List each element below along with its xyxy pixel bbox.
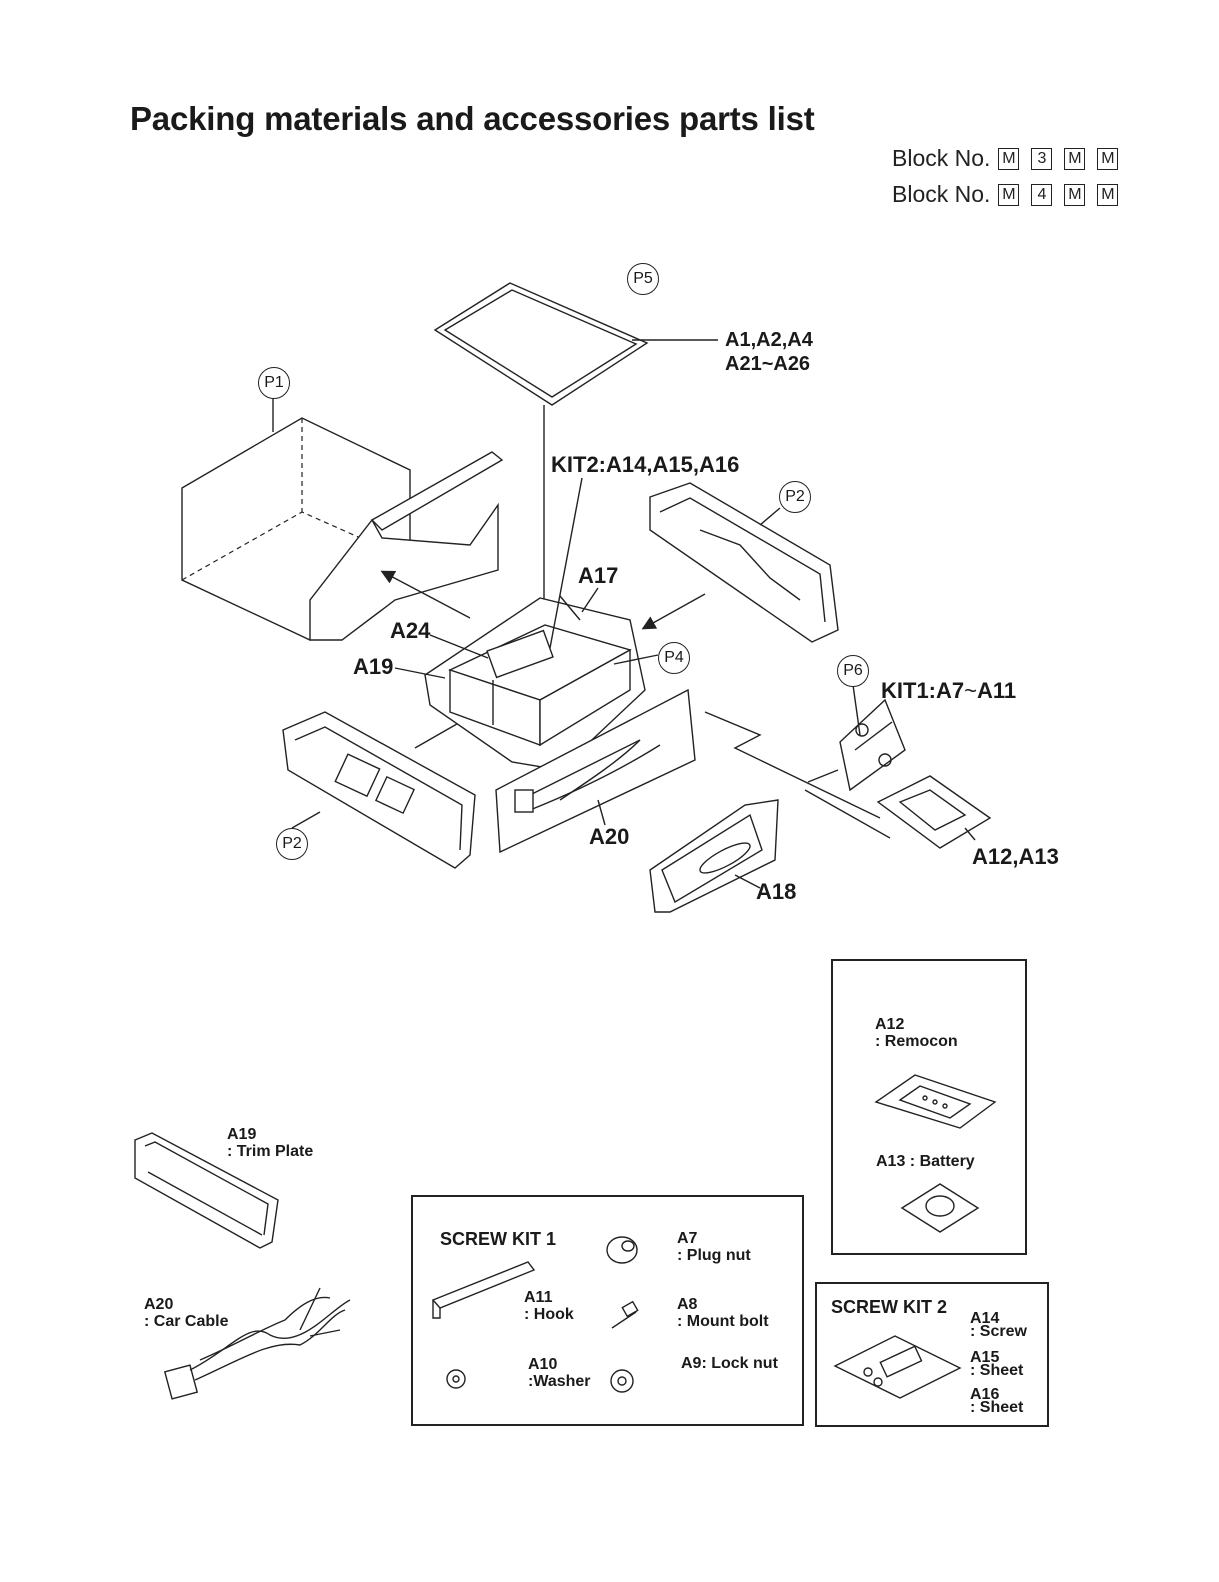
label-kit2: KIT2:A14,A15,A16 bbox=[551, 452, 740, 477]
p6-screw-bag-drawing bbox=[839, 684, 906, 792]
a10-name: :Washer bbox=[528, 1373, 591, 1390]
label-kit1-tilde: ~ bbox=[964, 678, 977, 703]
screw-kit-1-box bbox=[411, 1195, 804, 1426]
a15-name: : Sheet bbox=[970, 1362, 1024, 1379]
screw-kit-2-detail-drawing bbox=[833, 1335, 962, 1399]
trim-plate-detail-drawing bbox=[134, 1132, 279, 1249]
block-number-label: Block No. bbox=[892, 145, 991, 171]
a18-case-drawing bbox=[649, 799, 779, 913]
part-circle-p5: P5 bbox=[627, 263, 659, 295]
a14-name: : Screw bbox=[970, 1323, 1027, 1340]
block-char: M bbox=[1097, 147, 1119, 170]
a12-name: : Remocon bbox=[875, 1033, 958, 1050]
page-title: Packing materials and accessories parts … bbox=[130, 100, 815, 137]
part-circle-p2-top: P2 bbox=[779, 481, 811, 513]
block-char: 3 bbox=[1031, 147, 1053, 170]
label-a1-a2-a4: A1,A2,A4 bbox=[725, 329, 813, 351]
lock-nut-detail-drawing bbox=[610, 1369, 634, 1393]
part-circle-p1: P1 bbox=[258, 367, 290, 399]
a20-cable-bag-drawing bbox=[495, 688, 696, 854]
a13-label: A13 : Battery bbox=[876, 1153, 975, 1170]
block-number-label: Block No. bbox=[892, 181, 991, 207]
remote-detail-drawing bbox=[874, 1074, 997, 1129]
label-a19: A19 bbox=[353, 654, 394, 679]
a20-name: : Car Cable bbox=[144, 1313, 229, 1330]
battery-detail-drawing bbox=[900, 1183, 980, 1233]
part-circle-p6: P6 bbox=[837, 655, 869, 687]
a11-id: A11 bbox=[524, 1289, 553, 1306]
screw-kit-1-title: SCREW KIT 1 bbox=[440, 1229, 557, 1249]
screw-kit-2-box bbox=[815, 1282, 1049, 1427]
label-kit1-start: KIT1:A7 bbox=[881, 678, 965, 703]
a7-id: A7 bbox=[677, 1230, 698, 1247]
remote-battery-box bbox=[831, 959, 1027, 1255]
label-kit1-end: A11 bbox=[976, 678, 1017, 703]
label-a17: A17 bbox=[578, 563, 619, 588]
block-number-row-2: Block No. M 4 M M bbox=[892, 181, 1119, 208]
block-char: 4 bbox=[1031, 183, 1053, 206]
block-char: M bbox=[1097, 183, 1119, 206]
block-char: M bbox=[1064, 183, 1086, 206]
a12-id: A12 bbox=[875, 1016, 905, 1033]
car-cable-detail-drawing bbox=[163, 1287, 351, 1400]
p4-main-unit-drawing bbox=[394, 587, 659, 771]
label-a20: A20 bbox=[589, 824, 630, 849]
hook-detail-drawing bbox=[431, 1261, 536, 1319]
p2-top-foam-drawing bbox=[649, 482, 839, 643]
part-circle-p4: P4 bbox=[658, 642, 690, 674]
a11-name: : Hook bbox=[524, 1306, 574, 1323]
a20-id: A20 bbox=[144, 1296, 174, 1313]
label-kit1: KIT1:A7~A11 bbox=[881, 678, 1016, 704]
a19-id: A19 bbox=[227, 1126, 257, 1143]
a7-name: : Plug nut bbox=[677, 1247, 751, 1264]
screw-kit-2-title: SCREW KIT 2 bbox=[831, 1297, 948, 1317]
p1-carton-drawing bbox=[181, 398, 504, 641]
plug-nut-detail-drawing bbox=[606, 1236, 638, 1264]
label-a24: A24 bbox=[390, 618, 431, 643]
block-char: M bbox=[998, 183, 1020, 206]
a10-id: A10 bbox=[528, 1356, 558, 1373]
a16-name: : Sheet bbox=[970, 1399, 1024, 1416]
p2-bottom-foam-drawing bbox=[282, 711, 476, 869]
a15-id: A15 bbox=[970, 1349, 1000, 1366]
block-char: M bbox=[998, 147, 1020, 170]
block-char: M bbox=[1064, 147, 1086, 170]
a16-id: A16 bbox=[970, 1386, 1000, 1403]
a14-id: A14 bbox=[970, 1310, 1000, 1327]
a12-a13-bag-drawing bbox=[876, 775, 992, 849]
washer-detail-drawing bbox=[446, 1369, 466, 1389]
a8-id: A8 bbox=[677, 1296, 698, 1313]
a9-label: A9: Lock nut bbox=[681, 1355, 778, 1372]
mount-bolt-detail-drawing bbox=[611, 1300, 639, 1329]
label-a18: A18 bbox=[756, 879, 797, 904]
label-a12-a13: A12,A13 bbox=[972, 844, 1059, 869]
block-number-row-1: Block No. M 3 M M bbox=[892, 145, 1119, 172]
a8-name: : Mount bolt bbox=[677, 1313, 769, 1330]
label-a21-a26: A21~A26 bbox=[725, 353, 811, 375]
a19-name: : Trim Plate bbox=[227, 1143, 314, 1160]
part-circle-p2-bottom: P2 bbox=[276, 828, 308, 860]
p5-sheet-drawing bbox=[433, 282, 718, 650]
